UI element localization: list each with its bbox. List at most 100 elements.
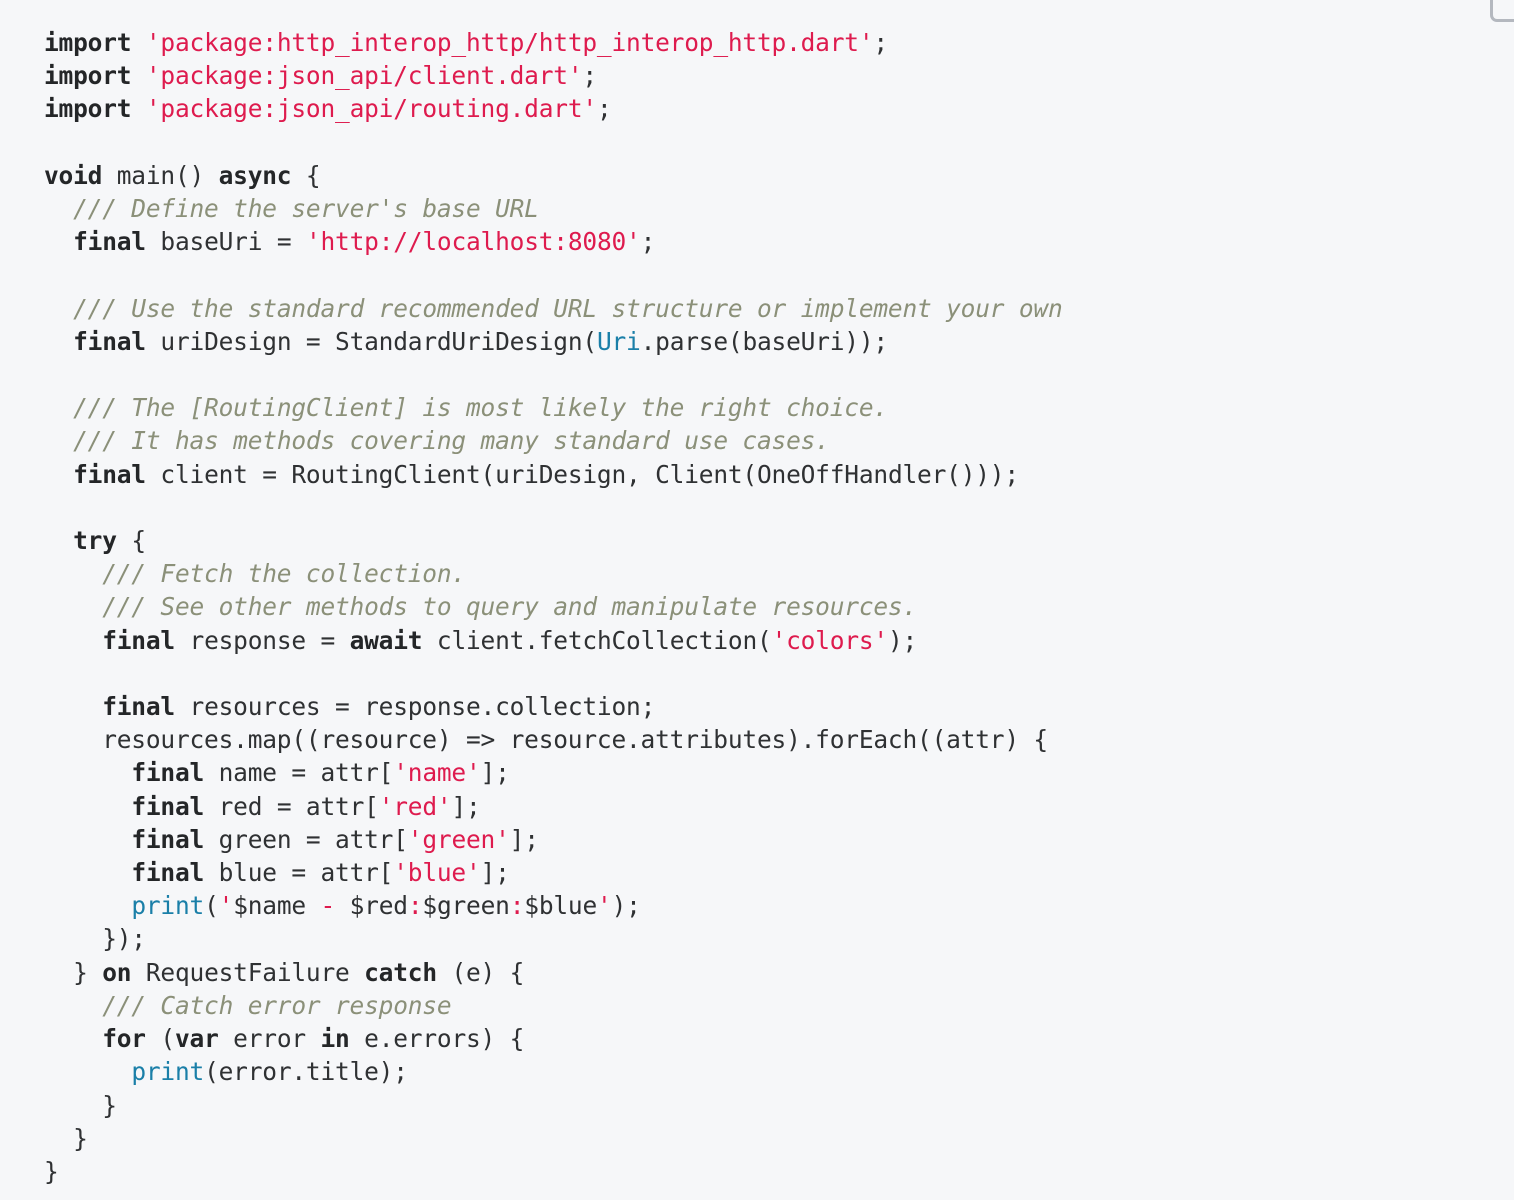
code-line: } <box>44 1157 59 1186</box>
token-plain: error <box>218 1024 321 1054</box>
code-line: final client = RoutingClient(uriDesign, … <box>44 460 1019 489</box>
token-plain: { <box>291 160 321 190</box>
token-plain: ]; <box>451 791 481 821</box>
token-plain: resources = response.collection; <box>174 692 656 722</box>
token-str: ' <box>597 891 612 921</box>
code-line: } <box>44 1124 88 1153</box>
code-line: final uriDesign = StandardUriDesign(Uri.… <box>44 327 888 356</box>
token-fn: print <box>131 1057 205 1087</box>
token-str: 'package:http_interop_http/http_interop_… <box>145 28 874 57</box>
token-plain: } <box>44 1123 88 1153</box>
token-plain: blue = attr[ <box>204 858 394 888</box>
token-plain: } <box>44 957 103 987</box>
token-plain: }); <box>44 924 146 954</box>
window-corner-chrome <box>1490 0 1514 22</box>
token-plain <box>44 393 73 422</box>
token-plain: red = attr[ <box>204 791 379 821</box>
token-plain: ]; <box>480 758 510 788</box>
token-str: 'name' <box>393 758 481 788</box>
token-plain: client.fetchCollection( <box>422 625 772 655</box>
token-plain: $green <box>422 891 510 921</box>
token-cmt: /// Define the server's base URL <box>73 194 539 224</box>
token-kw: on <box>102 957 132 987</box>
token-cmt: /// It has methods covering many standar… <box>73 426 830 456</box>
token-plain <box>44 294 73 323</box>
token-str: : <box>509 891 525 921</box>
token-plain: client = RoutingClient(uriDesign, Client… <box>145 459 1019 489</box>
token-kw: final <box>131 758 205 788</box>
code-line: } on RequestFailure catch (e) { <box>44 958 524 987</box>
token-cmt: /// Fetch the collection. <box>102 559 466 589</box>
token-plain: ]; <box>480 858 510 888</box>
code-line: }); <box>44 924 146 953</box>
code-line: final resources = response.collection; <box>44 692 655 721</box>
token-plain: ( <box>204 891 219 921</box>
code-line: print('$name - $red:$green:$blue'); <box>44 891 641 920</box>
token-kw: final <box>102 625 175 655</box>
token-plain: ; <box>873 28 888 57</box>
token-plain <box>44 626 102 655</box>
token-kw: in <box>320 1024 350 1054</box>
token-kw: import <box>44 28 132 57</box>
code-line: final green = attr['green']; <box>44 825 539 854</box>
code-line: /// See other methods to query and manip… <box>44 592 917 621</box>
token-kw: final <box>131 824 205 854</box>
code-line: /// Use the standard recommended URL str… <box>44 294 1063 323</box>
token-kw: var <box>174 1024 219 1054</box>
token-plain <box>131 28 146 57</box>
token-plain: $red <box>349 891 408 921</box>
code-line: resources.map((resource) => resource.att… <box>44 725 1048 754</box>
token-plain <box>44 1024 102 1053</box>
token-fn: print <box>131 891 205 921</box>
token-str: 'http://localhost:8080' <box>305 227 641 257</box>
code-block[interactable]: import 'package:http_interop_http/http_i… <box>44 26 1514 1188</box>
token-plain: .parse(baseUri)); <box>640 326 889 356</box>
token-plain: response = <box>174 625 350 655</box>
code-line: import 'package:json_api/routing.dart'; <box>44 94 612 123</box>
code-line: } <box>44 1091 117 1120</box>
token-plain: ]; <box>509 824 539 854</box>
token-plain <box>131 61 146 90</box>
token-plain <box>44 1057 131 1086</box>
token-kw: final <box>73 459 146 489</box>
token-plain: RequestFailure <box>131 957 365 987</box>
token-plain: ); <box>887 625 918 655</box>
token-plain: } <box>44 1090 117 1120</box>
token-str: 'package:json_api/client.dart' <box>145 61 583 91</box>
code-line: final blue = attr['blue']; <box>44 858 510 887</box>
token-plain: ; <box>596 94 612 124</box>
token-kw: catch <box>364 957 437 987</box>
token-plain <box>44 194 73 223</box>
code-line: /// Fetch the collection. <box>44 559 466 588</box>
code-line: /// Define the server's base URL <box>44 194 539 223</box>
token-plain: } <box>44 1156 59 1186</box>
token-kw: final <box>73 227 146 257</box>
token-kw: final <box>73 326 146 356</box>
token-plain <box>44 692 102 721</box>
token-kw: final <box>131 791 205 821</box>
token-str: : <box>407 891 423 921</box>
code-line: final response = await client.fetchColle… <box>44 626 917 655</box>
code-line: for (var error in e.errors) { <box>44 1024 524 1053</box>
token-kw: final <box>131 858 205 888</box>
code-line: import 'package:json_api/client.dart'; <box>44 61 597 90</box>
code-line: /// It has methods covering many standar… <box>44 426 830 455</box>
token-str: 'red' <box>378 791 452 821</box>
code-line: void main() async { <box>44 160 321 190</box>
code-line: import 'package:http_interop_http/http_i… <box>44 28 888 57</box>
token-plain: ; <box>640 227 656 257</box>
code-line: final name = attr['name']; <box>44 758 510 787</box>
token-plain <box>44 592 102 621</box>
token-plain <box>44 526 73 555</box>
token-str: 'green' <box>407 824 510 854</box>
token-str: - <box>305 891 350 921</box>
code-line: final red = attr['red']; <box>44 791 481 821</box>
token-cmt: /// Catch error response <box>102 990 452 1020</box>
token-plain: (error.title); <box>204 1057 408 1087</box>
token-plain <box>44 758 131 787</box>
token-plain <box>44 227 73 256</box>
token-type: Uri <box>596 326 641 356</box>
token-plain <box>44 991 102 1020</box>
token-kw: final <box>102 692 175 722</box>
